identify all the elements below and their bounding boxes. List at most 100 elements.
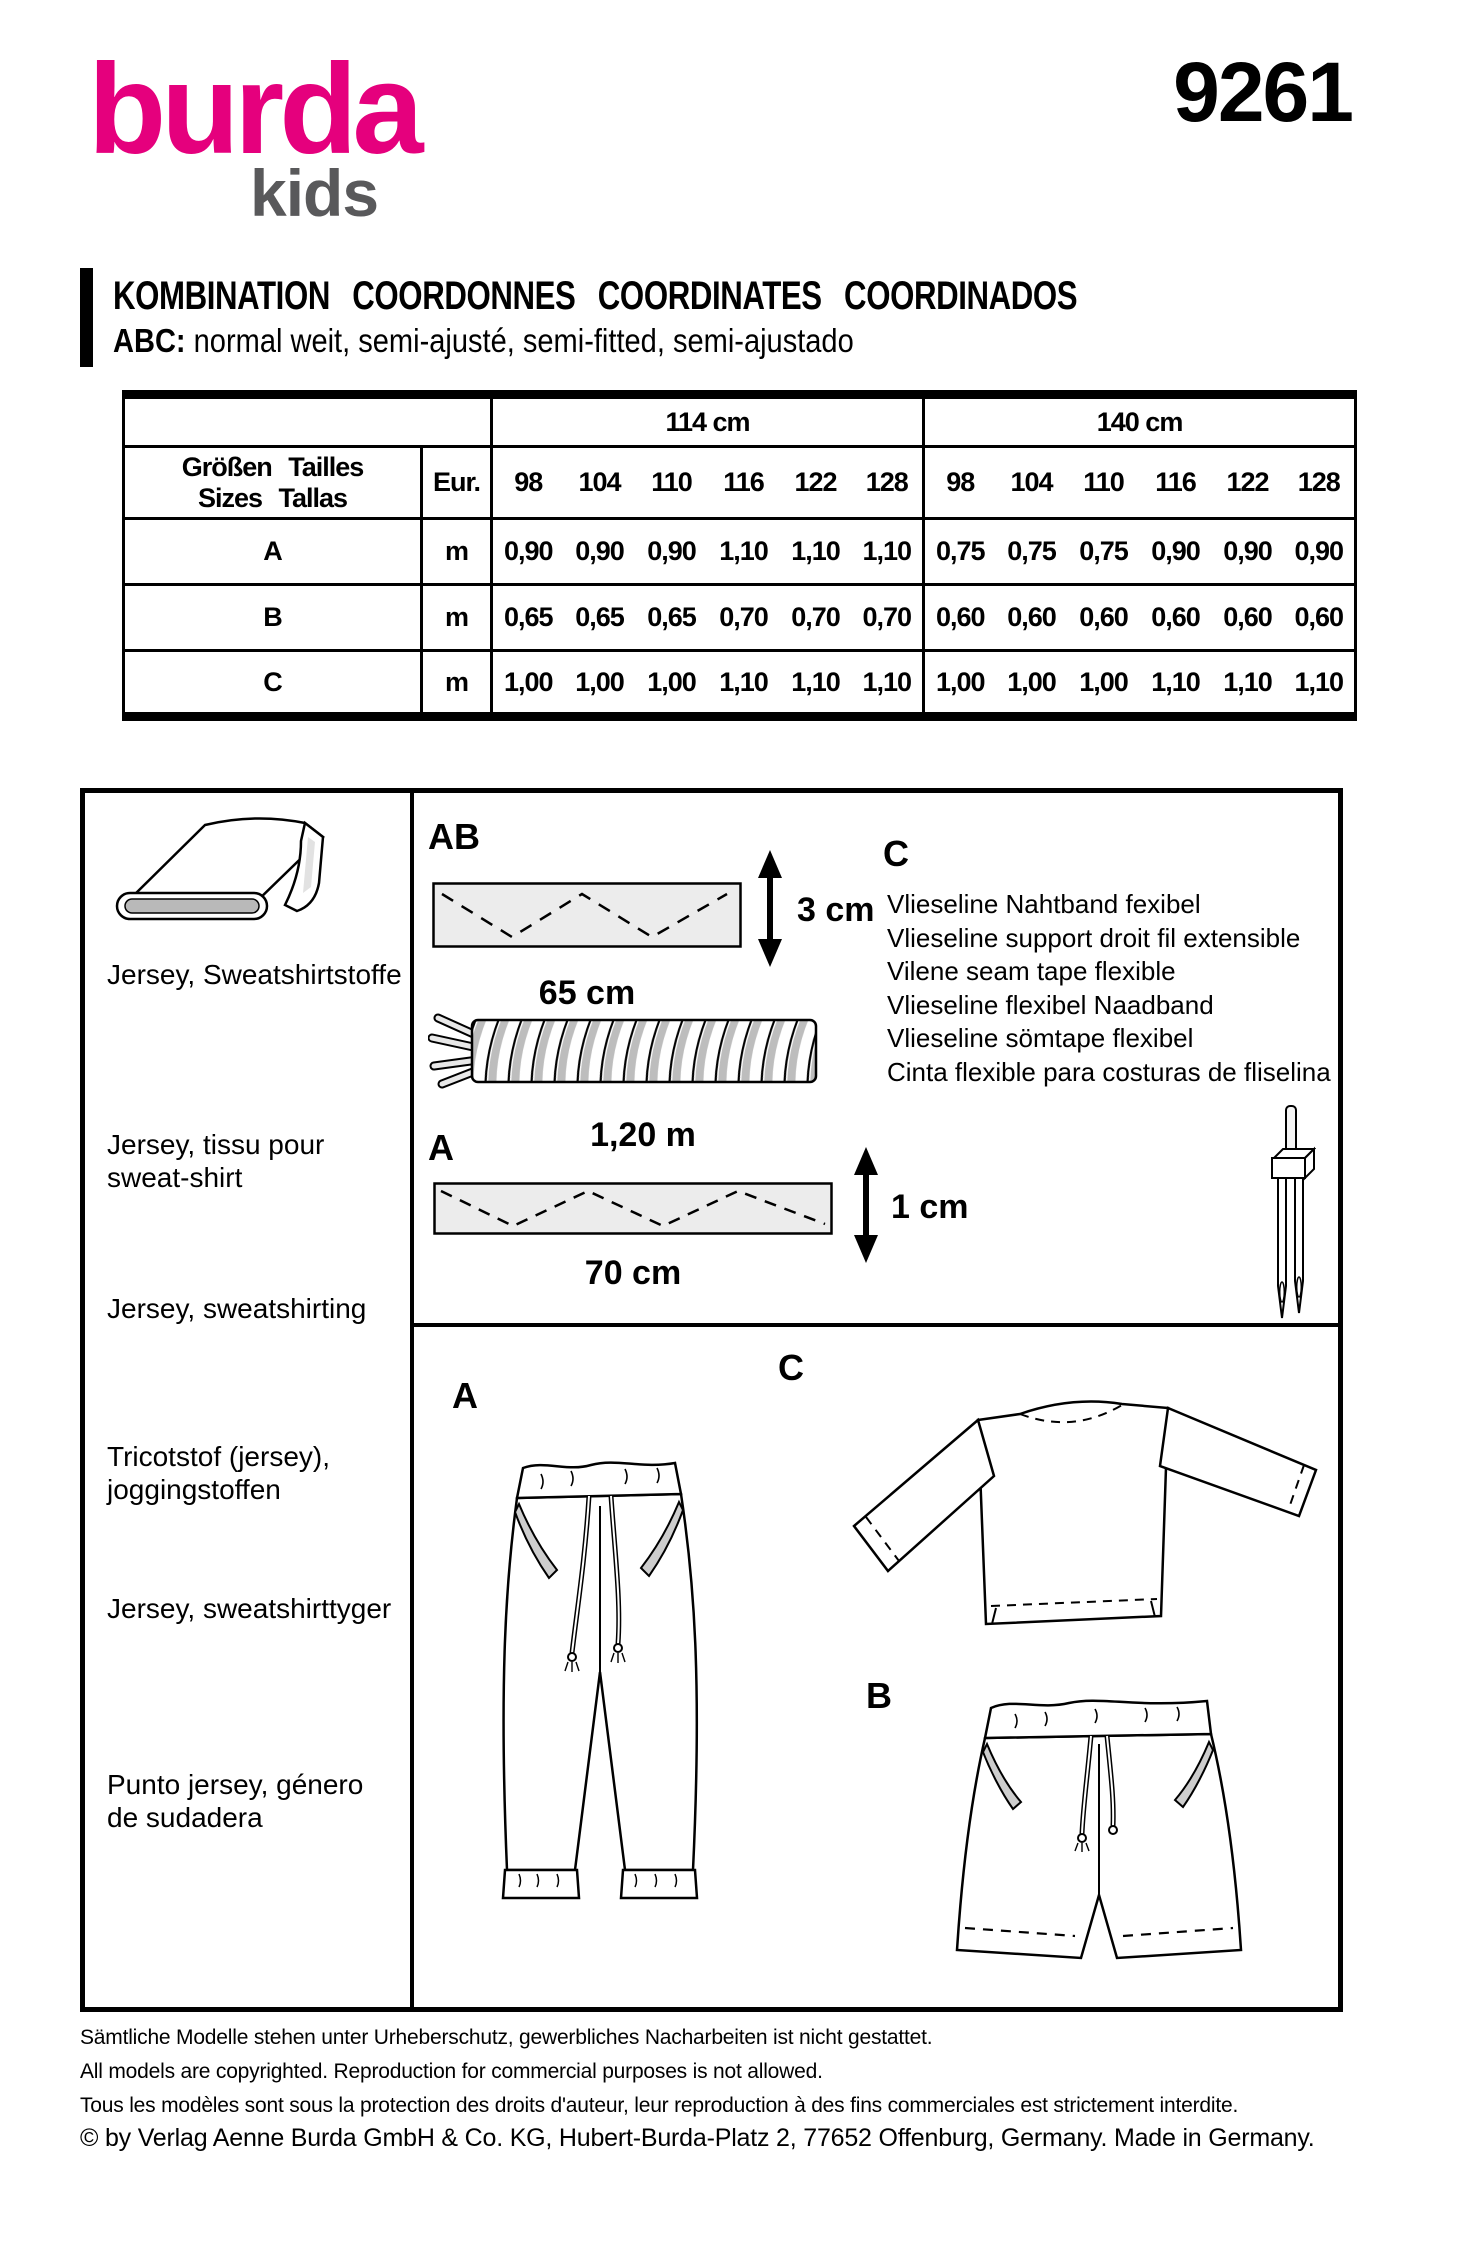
fit-views-prefix: ABC: [113,322,186,359]
yardage-cell: 1,10 [791,666,841,697]
unit-m: m [420,584,492,652]
fabric-name-nl: Tricotstof (jersey), joggingstoffen [107,1441,330,1505]
yardage-cell: 1,10 [1223,666,1273,697]
yardage-cell: 0,65 [563,584,636,652]
yardage-cell: 0,90 [563,518,636,586]
view-b-label: B [123,584,422,652]
fabric-requirements-table: 114 cm 140 cm Größen Tailles Sizes Talla… [122,390,1358,721]
size-122: 122 [779,446,852,520]
band-ab-length-label: 65 cm [538,974,636,1012]
copyright-notice-en: All models are copyrighted. Reproduction… [80,2060,823,2083]
unit-m: m [420,518,492,586]
sketch-c-label: C [778,1347,804,1388]
table-row: Größen Tailles Sizes Tallas Eur. 98 104 … [123,446,1356,520]
yardage-cell: 1,00 [490,650,564,717]
yardage-cell: 0,75 [1067,518,1140,586]
copyright-notice-fr: Tous les modèles sont sous la protection… [80,2094,1239,2117]
yardage-cell: 0,70 [851,584,924,652]
yardage-cell: 0,90 [1211,518,1284,586]
yardage-cell: 1,10 [1151,666,1201,697]
shorts-b-sketch [915,1688,1285,1993]
yardage-cell: 1,00 [922,650,996,717]
table-row-view-b: B m 0,65 0,65 0,65 0,70 0,70 0,70 0,60 0… [123,584,1356,652]
twin-needle-icon [1270,1105,1316,1323]
yardage-cell: 0,90 [1283,518,1356,586]
yardage-cell: 1,10 [719,666,769,697]
yardage-cell: 1,00 [575,666,625,697]
copyright-notice-de: Sämtliche Modelle stehen unter Urhebersc… [80,2026,933,2049]
view-a-notions-label: A [428,1127,454,1168]
yardage-cell: 0,65 [490,584,564,652]
band-ab-width-label: 3 cm [797,891,875,929]
top-c-sketch [770,1368,1335,1668]
yardage-cell: 1,10 [1294,666,1345,697]
table-row-view-a: A m 0,90 0,90 0,90 1,10 1,10 1,10 0,75 0… [123,518,1356,586]
yardage-cell: 1,00 [647,666,697,697]
height-arrow-icon [853,1147,879,1263]
yardage-cell: 1,10 [707,518,780,586]
drawstring-cord-illustration [428,1008,818,1093]
page-title: KOMBINATION COORDONNES COORDINATES COORD… [113,274,1078,318]
materials-and-sketches-box: Jersey, Sweatshirtstoffe Jersey, tissu p… [80,788,1343,2012]
height-arrow-icon [757,850,783,967]
unit-m: m [420,650,492,717]
sizes-header-line2: Sizes Tallas [197,482,348,513]
view-c-label: C [263,666,283,697]
fit-description-text: normal weit, semi-ajusté, semi-fitted, s… [185,322,854,359]
kids-logo: kids [250,156,379,230]
fabric-name-fr: Jersey, tissu pour sweat-shirt [107,1129,325,1193]
yardage-cell: 0,60 [1211,584,1284,652]
fabric-bolt-icon [105,807,350,932]
publisher-copyright: © by Verlag Aenne Burda GmbH & Co. KG, H… [80,2124,1315,2152]
interfacing-line-de: Vlieseline Nahtband fexibel [887,889,1201,919]
fabric-name-de: Jersey, Sweatshirtstoffe [107,959,402,990]
sizes-header-line1: Größen Tailles [181,451,365,482]
empty-corner-cell [123,394,492,448]
eur-header-cell: Eur. [420,446,492,520]
size-122: 122 [1211,446,1284,520]
width-114-header: 114 cm [490,394,924,448]
yardage-cell: 0,65 [635,584,708,652]
size-110: 110 [1067,446,1140,520]
size-98: 98 [490,446,564,520]
sketch-a-label: A [452,1375,478,1416]
elastic-band-ab-illustration [432,882,742,948]
yardage-cell: 0,75 [995,518,1068,586]
yardage-cell: 1,00 [1079,666,1129,697]
yardage-cell: 1,10 [851,518,924,586]
yardage-cell: 0,70 [707,584,780,652]
table-row: 114 cm 140 cm [123,394,1356,448]
fabric-name-es: Punto jersey, género de sudadera [107,1769,364,1833]
fabric-name-sv: Jersey, sweatshirttyger [107,1593,392,1624]
fabric-name-en: Jersey, sweatshirting [107,1293,367,1324]
yardage-cell: 0,70 [779,584,852,652]
fabric-column-divider [410,793,414,2007]
fit-description: ABC: normal weit, semi-ajusté, semi-fitt… [113,322,854,360]
band-a-length-label: 70 cm [584,1254,682,1292]
elastic-band-a-illustration [433,1182,833,1235]
width-140-header: 140 cm [921,394,1356,448]
yardage-cell: 0,60 [995,584,1068,652]
yardage-cell: 0,60 [1067,584,1140,652]
yardage-cell: 1,10 [779,518,852,586]
burda-logo: burda [88,38,424,181]
size-128: 128 [851,446,924,520]
views-ab-label: AB [428,816,480,857]
notions-sketch-divider [414,1323,1338,1327]
pants-a-sketch [475,1450,725,1905]
yardage-cell: 0,90 [635,518,708,586]
yardage-cell: 0,60 [1283,584,1356,652]
sketch-b-label: B [866,1675,892,1716]
cord-length-label: 1,20 m [590,1116,696,1154]
size-116: 116 [707,446,780,520]
interfacing-line-nl: Vlieseline flexibel Naadband [887,989,1214,1020]
size-128: 128 [1283,446,1356,520]
title-accent-bar [80,268,93,367]
yardage-cell: 1,10 [862,666,912,697]
band-a-width-label: 1 cm [891,1188,969,1226]
yardage-cell: 0,60 [1139,584,1212,652]
interfacing-line-es: Cinta flexible para costuras de fliselin… [887,1056,1331,1087]
pattern-number: 9261 [1173,45,1354,139]
yardage-cell: 1,00 [1007,666,1057,697]
